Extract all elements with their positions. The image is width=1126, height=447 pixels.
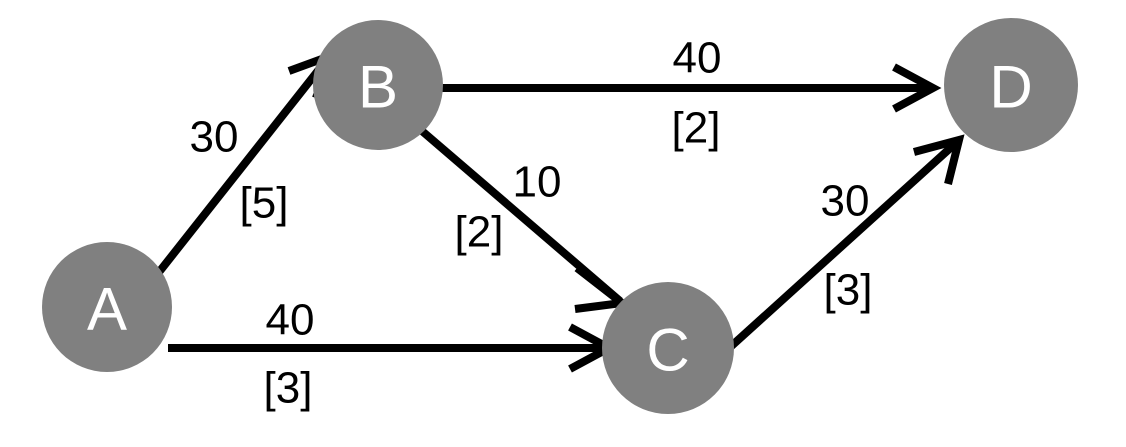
edge-b-to-d-arrowhead	[892, 63, 942, 113]
node-b-label: B	[358, 54, 398, 121]
node-b-circle	[313, 20, 443, 150]
node-a-label: A	[87, 276, 127, 343]
edge-b-to-c-cost-label: [2]	[455, 208, 504, 257]
edge-c-to-d-line	[724, 139, 960, 353]
edge-a-to-c[interactable]	[168, 323, 618, 373]
edge-a-to-c-cost-label: [3]	[264, 364, 313, 413]
edge-a-to-b[interactable]	[148, 49, 337, 284]
node-a[interactable]: A	[42, 242, 172, 372]
edge-a-to-b-line	[148, 55, 332, 284]
node-d-circle	[944, 18, 1078, 152]
node-d-label: D	[989, 54, 1032, 121]
edge-a-to-b-cost-label: [5]	[240, 179, 289, 228]
edge-c-to-d-arrowhead	[912, 134, 965, 185]
edge-c-to-d-capacity-label: 30	[821, 177, 870, 226]
node-b[interactable]: B	[313, 20, 443, 150]
edge-b-to-c-arrowhead	[574, 264, 633, 313]
edge-a-to-c-capacity-label: 40	[266, 296, 315, 345]
edge-b-to-d[interactable]	[440, 63, 942, 113]
node-c-label: C	[646, 317, 689, 384]
edge-b-to-d-capacity-label: 40	[673, 34, 722, 83]
edge-b-to-d-cost-label: [2]	[672, 104, 721, 153]
edge-b-to-c-capacity-label: 10	[513, 158, 562, 207]
node-d[interactable]: D	[944, 18, 1078, 152]
edge-c-to-d[interactable]	[724, 134, 965, 353]
node-c-circle	[602, 282, 734, 414]
edge-a-to-b-capacity-label: 30	[190, 113, 239, 162]
edge-c-to-d-cost-label: [3]	[824, 266, 873, 315]
node-c[interactable]: C	[602, 282, 734, 414]
node-a-circle	[42, 242, 172, 372]
